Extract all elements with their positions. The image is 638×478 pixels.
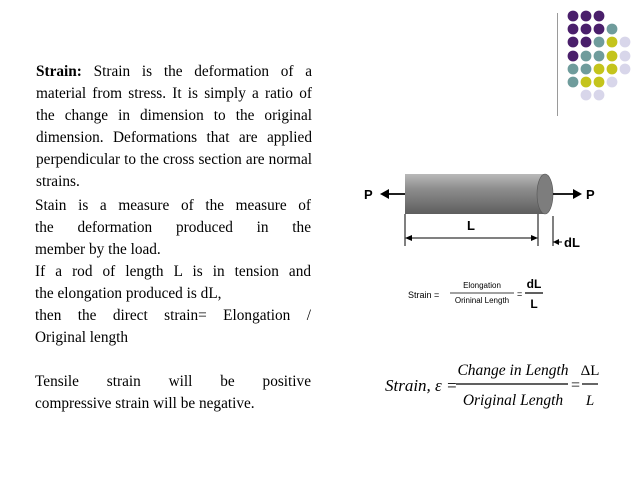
definition-body: Strain is the deformation of a material …	[36, 63, 312, 190]
decorative-dot	[567, 36, 579, 48]
elongation-label: dL	[564, 235, 580, 250]
explanation-line: member by the load.	[35, 241, 161, 258]
formula-large-denominator: Original Length	[463, 392, 564, 409]
formula-small-equals: =	[517, 289, 522, 299]
decorative-dot	[593, 50, 605, 62]
decorative-dot	[580, 50, 592, 62]
blank-line	[35, 349, 311, 371]
decorative-dot	[593, 23, 605, 35]
formula-large-lhs: Strain, ε =	[385, 376, 457, 395]
explanation-line: the deformation produced in the	[35, 219, 311, 236]
decorative-divider-line	[557, 13, 558, 116]
decorative-dot	[580, 23, 592, 35]
decorative-dot	[567, 23, 579, 35]
formula-large-equals: =	[571, 377, 580, 394]
strain-formula-large: Strain, ε = Change in Length Original Le…	[385, 362, 600, 409]
rod-body	[405, 174, 545, 214]
decorative-dot	[606, 36, 618, 48]
decorative-dot	[606, 63, 618, 75]
formula-large-numerator: Change in Length	[457, 362, 568, 379]
decorative-dot	[580, 36, 592, 48]
strain-definition: Strain: Strain is the deformation of a m…	[36, 61, 312, 193]
explanation-line: the elongation produced is dL,	[35, 285, 222, 302]
formula-small-lhs: Strain =	[408, 290, 439, 300]
strain-explanation: Stain is a measure of the measure of the…	[35, 195, 311, 415]
explanation-line: Original length	[35, 329, 129, 346]
decorative-dot	[567, 76, 579, 88]
left-force-label: P	[364, 187, 373, 202]
strain-formula-small: Strain = Elongation Orininal Length = dL…	[408, 277, 543, 311]
decorative-dot	[619, 63, 631, 75]
formula-large-frac-den: L	[585, 393, 594, 409]
rod-end-cap	[536, 173, 554, 215]
rod-tension-diagram: P P L dL	[364, 173, 595, 250]
decorative-dot	[606, 23, 618, 35]
decorative-dot	[567, 10, 579, 22]
decorative-dot	[593, 63, 605, 75]
decorative-dot	[593, 89, 605, 101]
right-arrowhead	[573, 189, 582, 199]
explanation-line: then the direct strain= Elongation /	[35, 307, 311, 324]
decorative-dot	[619, 50, 631, 62]
formula-small-denominator: Orininal Length	[455, 296, 509, 305]
decorative-dot	[580, 76, 592, 88]
length-arrow-right	[531, 235, 538, 241]
decorative-dot	[593, 76, 605, 88]
decorative-dot	[580, 89, 592, 101]
formula-small-frac-den: L	[530, 297, 537, 311]
decorative-dot	[593, 10, 605, 22]
explanation-line: Stain is a measure of the measure of	[35, 197, 311, 214]
formula-large-frac-num: ΔL	[581, 363, 600, 379]
decorative-dot	[567, 63, 579, 75]
decorative-dot	[606, 76, 618, 88]
sign-line: compressive strain will be negative.	[35, 395, 255, 412]
elongation-arrow	[553, 239, 559, 245]
decorative-dot	[567, 50, 579, 62]
definition-term: Strain:	[36, 63, 82, 80]
explanation-line: If a rod of length L is in tension and	[35, 263, 311, 280]
right-force-label: P	[586, 187, 595, 202]
formula-small-numerator: Elongation	[463, 281, 501, 290]
length-label: L	[467, 218, 475, 233]
decorative-dot	[580, 63, 592, 75]
decorative-dot	[580, 10, 592, 22]
decorative-dot	[593, 36, 605, 48]
length-arrow-left	[405, 235, 412, 241]
formula-small-frac-num: dL	[527, 277, 542, 291]
sign-line: Tensile strain will be positive	[35, 373, 311, 390]
decorative-dot	[619, 36, 631, 48]
left-arrowhead	[380, 189, 389, 199]
decorative-dot	[606, 50, 618, 62]
